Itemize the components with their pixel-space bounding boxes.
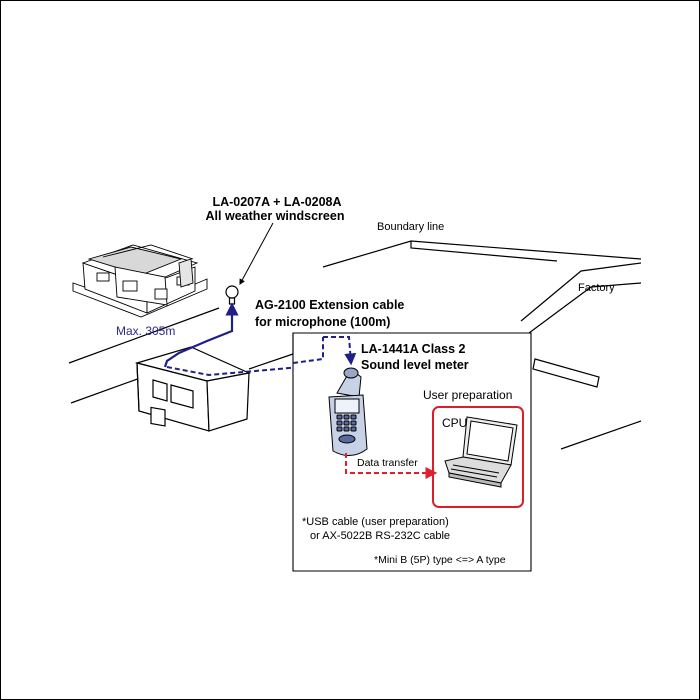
factory-illustration <box>520 262 642 450</box>
meter-model-label: LA-1441A Class 2 <box>361 342 465 356</box>
rs232-note: or AX-5022B RS-232C cable <box>310 530 450 542</box>
user-preparation-box <box>432 406 524 508</box>
usb-note: *USB cable (user preparation) <box>302 516 449 528</box>
cpu-label: CPU <box>442 416 467 430</box>
cable-model-label: AG-2100 Extension cable <box>255 298 404 312</box>
windscreen-name-label: All weather windscreen <box>206 209 345 223</box>
house-illustration <box>72 244 208 318</box>
meter-name-label: Sound level meter <box>361 358 469 372</box>
cable-desc-label: for microphone (100m) <box>255 315 390 329</box>
boundary-line <box>322 240 642 268</box>
microphone-icon <box>225 285 239 313</box>
road-lines <box>68 307 294 404</box>
cable-to-meter <box>166 336 357 377</box>
boundary-line-label: Boundary line <box>377 221 444 233</box>
windscreen-pointer <box>239 222 274 286</box>
cabin-illustration <box>134 346 251 432</box>
user-preparation-label: User preparation <box>423 388 512 402</box>
data-transfer-arrow <box>345 453 438 479</box>
factory-label: Factory <box>578 282 615 294</box>
data-transfer-label: Data transfer <box>357 457 418 469</box>
laptop-icon <box>444 416 518 488</box>
max-length-label: Max. 305m <box>116 324 175 338</box>
mini-connector-note: *Mini B (5P) type <=> A type <box>374 554 506 566</box>
sound-level-meter-icon <box>328 367 368 456</box>
windscreen-model-label: LA-0207A + LA-0208A <box>212 195 341 209</box>
extension-cable <box>163 302 239 368</box>
